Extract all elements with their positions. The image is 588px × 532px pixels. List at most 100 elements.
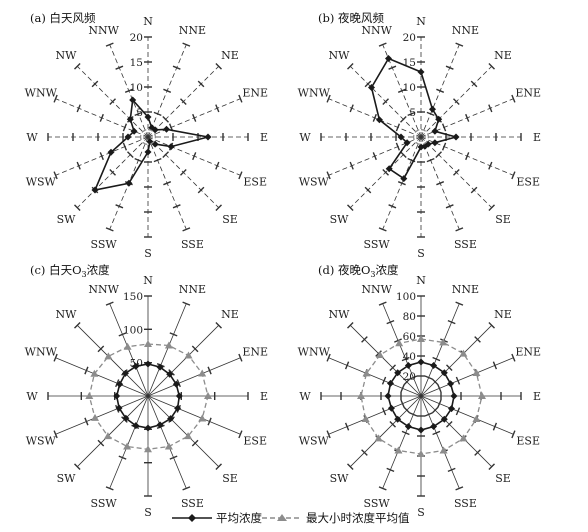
axis-sse	[420, 395, 460, 489]
direction-label-se: SE	[222, 472, 238, 485]
tick-mark-ssw-4	[378, 486, 387, 491]
tick-mark-ne-2	[197, 80, 205, 88]
direction-label-wsw: WSW	[299, 434, 330, 447]
tick-mark-ese-3	[511, 171, 516, 180]
mean-point-w	[397, 133, 405, 141]
max-point-w	[85, 392, 94, 399]
max-point-s	[417, 450, 425, 457]
tick-mark-ese-4	[511, 430, 516, 439]
tick-mark-wnw-0	[395, 123, 401, 132]
tick-mark-nnw-2	[388, 65, 397, 70]
tick-mark-ssw-3	[378, 227, 387, 232]
direction-label-ne: NE	[494, 308, 512, 321]
max-point-se	[459, 434, 468, 442]
ring-label-1: 40	[403, 351, 416, 363]
tick-mark-sw-2	[364, 186, 372, 194]
tick-mark-ssw-0	[409, 412, 418, 417]
direction-label-nnw: NNW	[88, 283, 119, 296]
mean-point-ese	[448, 405, 455, 413]
legend: 平均浓度 最大小时浓度平均值	[172, 511, 410, 525]
tick-mark-wnw-2	[349, 104, 354, 113]
direction-label-ne: NE	[221, 308, 239, 321]
axis-wnw	[328, 357, 422, 397]
direction-label-s: S	[417, 506, 425, 519]
direction-label-sse: SSE	[454, 238, 477, 251]
axis-wsw	[328, 395, 422, 435]
tick-mark-nw-2	[364, 80, 372, 88]
mean-point-n	[144, 360, 152, 368]
legend-mean-marker	[188, 514, 196, 522]
tick-mark-se-1	[191, 439, 199, 447]
mean-point-sse	[156, 421, 164, 429]
mean-point-ene	[163, 125, 170, 133]
direction-label-sse: SSE	[181, 238, 204, 251]
direction-label-e: E	[533, 390, 541, 403]
mean-point-ssw	[132, 422, 140, 430]
direction-label-w: W	[299, 131, 311, 144]
tick-mark-sse-0	[424, 412, 433, 417]
tick-mark-ne-1	[453, 98, 460, 105]
tick-mark-se-3	[215, 204, 222, 211]
tick-mark-wsw-0	[400, 399, 405, 408]
tick-mark-nw-2	[91, 80, 99, 88]
direction-label-wnw: WNW	[298, 87, 331, 100]
tick-mark-wsw-1	[84, 417, 89, 426]
tick-mark-ssw-0	[134, 157, 143, 163]
tick-mark-ene-0	[441, 123, 447, 132]
direction-label-wnw: WNW	[25, 346, 58, 359]
mean-point-ene	[172, 380, 180, 388]
tick-mark-se-0	[431, 406, 439, 414]
max-point-wnw	[90, 369, 99, 377]
ring-label-0: 5	[409, 107, 416, 119]
direction-label-e: E	[260, 131, 268, 144]
tick-mark-nnw-3	[386, 319, 395, 325]
max-point-s	[144, 445, 152, 453]
axis-wsw	[55, 395, 149, 435]
legend-max-marker	[277, 514, 287, 521]
mean-point-sw	[385, 165, 393, 173]
tick-mark-nw-1	[97, 345, 105, 353]
axis-ne	[147, 325, 219, 397]
direction-label-n: N	[143, 274, 153, 287]
direction-label-nne: NNE	[452, 24, 479, 37]
tick-mark-sw-1	[389, 421, 396, 428]
direction-label-nw: NW	[56, 49, 78, 62]
tick-mark-wsw-3	[326, 171, 331, 180]
tick-mark-ne-1	[191, 345, 199, 353]
direction-label-ssw: SSW	[91, 238, 118, 251]
tick-mark-ssw-2	[115, 204, 124, 209]
panel-a-title: (a) 白天风频	[30, 11, 96, 25]
tick-mark-ne-0	[168, 369, 175, 376]
max-point-e	[204, 392, 212, 399]
tick-mark-wnw-0	[115, 379, 120, 388]
panel-c-title-sub: 3	[82, 270, 87, 279]
tick-mark-ene-2	[238, 353, 243, 362]
direction-label-e: E	[260, 390, 268, 403]
tick-mark-ene-4	[511, 353, 516, 362]
tick-mark-ne-1	[180, 98, 187, 105]
tick-mark-ne-3	[474, 336, 481, 343]
mean-point-e	[450, 392, 458, 400]
direction-label-wsw: WSW	[26, 175, 57, 188]
mean-point-ne	[440, 369, 448, 377]
tick-mark-ene-1	[455, 376, 461, 385]
tick-mark-nw-1	[382, 98, 389, 105]
mean-point-w	[384, 392, 392, 400]
tick-mark-nnw-0	[407, 111, 416, 117]
tick-mark-nw-4	[347, 322, 354, 329]
panel-d-title-sub: 3	[370, 270, 375, 279]
mean-point-sw	[394, 415, 402, 423]
tick-mark-nnw-3	[105, 42, 114, 47]
panel-d-title: (d) 夜晚O3浓度	[318, 263, 399, 279]
tick-mark-wsw-0	[395, 142, 401, 151]
mean-point-n	[417, 68, 425, 76]
max-point-ene	[198, 369, 207, 377]
tick-mark-ne-3	[215, 63, 222, 70]
mean-point-nnw	[404, 362, 412, 369]
direction-label-n: N	[143, 15, 153, 28]
tick-mark-ene-1	[207, 366, 212, 375]
mean-point-wsw	[387, 404, 395, 412]
tick-mark-sse-4	[455, 486, 464, 491]
tick-mark-sw-4	[347, 463, 354, 470]
